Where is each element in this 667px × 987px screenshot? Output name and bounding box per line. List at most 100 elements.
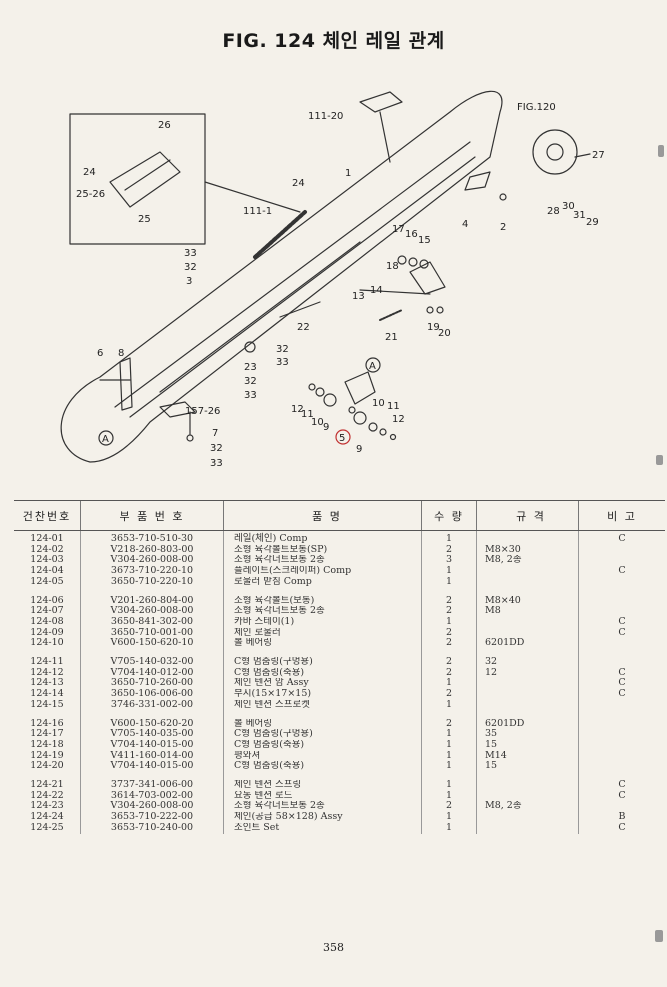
- note-cell: C: [578, 616, 665, 628]
- highlight-circle: [335, 429, 351, 445]
- edge-mark: [656, 455, 663, 465]
- part-name-cell: 체인 텐션 스프링: [223, 780, 422, 791]
- spec-cell: 32: [476, 657, 579, 668]
- callout: 23: [244, 362, 257, 373]
- spacer-cell: [14, 588, 81, 596]
- callout: 28: [547, 206, 560, 217]
- item-no-cell: 124-10: [30, 638, 64, 649]
- spacer-cell: [80, 710, 224, 719]
- callout: 33: [184, 248, 197, 259]
- callout: 24: [83, 167, 96, 178]
- item-no-cell: 124-21: [30, 780, 64, 791]
- note-cell: [578, 595, 665, 607]
- part-name-cell: C형 멈춤링(축용): [223, 761, 422, 773]
- callout: 111-20: [308, 111, 343, 122]
- callout: 29: [586, 217, 599, 228]
- part-no-cell: V600-150-620-20: [80, 718, 224, 730]
- callout: 25: [138, 214, 151, 225]
- part-name-cell: 체인 로울러: [223, 627, 422, 639]
- part-name-cell: 소형 육각너트보통 2종: [223, 606, 422, 617]
- spacer-cell: [223, 587, 422, 596]
- spacer-cell: [223, 710, 422, 719]
- qty-cell: 2: [421, 718, 477, 730]
- qty-cell: 1: [421, 812, 477, 823]
- spec-cell: 35: [476, 729, 579, 740]
- chain-rail-drawing: 26 24 25-26 25 111-20 FIG.120 27 1 24 11…: [60, 90, 605, 469]
- item-no-cell: 124-12: [30, 667, 64, 678]
- inset-box: [69, 113, 206, 245]
- part-no-cell: 3650-710-220-10: [80, 576, 224, 588]
- item-no-cell: 124-18: [30, 739, 64, 750]
- callout: 9: [356, 444, 362, 455]
- top-bracket: [359, 91, 403, 113]
- part-name-cell: C형 멈춤링(구멍용): [223, 657, 422, 668]
- item-no-cell: 124-01: [30, 533, 64, 544]
- spacer-cell: [476, 710, 579, 719]
- col-header-note: 비 고: [578, 500, 665, 531]
- spec-cell: 6201DD: [476, 718, 579, 730]
- inset-leader: [204, 181, 301, 213]
- spec-cell: M8×40: [476, 595, 579, 607]
- item-no-cell: 124-17: [30, 729, 64, 740]
- callout: 33: [210, 458, 223, 469]
- part-name-cell: 레일(체인) Comp: [223, 530, 422, 545]
- callout: 19: [427, 322, 440, 333]
- col-header-spec: 규 격: [476, 500, 579, 531]
- spacer-cell: [80, 649, 224, 658]
- part-no-cell: 3653-710-222-00: [80, 812, 224, 823]
- part-name-cell: 요동 텐션 로드: [223, 790, 422, 802]
- part-no-cell: 3614-703-002-00: [80, 790, 224, 802]
- callout: 11: [387, 401, 400, 412]
- callout: 111-1: [243, 206, 272, 217]
- item-no-cell: 124-13: [30, 678, 64, 689]
- note-cell: [578, 739, 665, 751]
- callout: 8: [118, 348, 124, 359]
- note-cell: C: [578, 627, 665, 639]
- exploded-diagram: 26 24 25-26 25 111-20 FIG.120 27 1 24 11…: [30, 62, 650, 482]
- spacer-cell: [80, 772, 224, 781]
- spacer-cell: [421, 772, 477, 781]
- note-cell: [578, 606, 665, 617]
- callout: 31: [573, 210, 586, 221]
- part-name-cell: 평와셔: [223, 750, 422, 762]
- spacer-cell: [14, 711, 81, 719]
- item-no-cell: 124-24: [30, 812, 64, 823]
- spec-cell: [476, 530, 579, 545]
- note-cell: C: [578, 678, 665, 690]
- part-name-cell: C형 멈춤링(축용): [223, 667, 422, 679]
- note-cell: B: [578, 812, 665, 823]
- spacer-cell: [476, 772, 579, 781]
- spacer-cell: [80, 587, 224, 596]
- spec-cell: [476, 689, 579, 700]
- part-no-cell: V218-260-803-00: [80, 544, 224, 556]
- spec-cell: [476, 822, 579, 834]
- callout: 12: [392, 414, 405, 425]
- edge-mark: [655, 930, 663, 942]
- group-spacer: [14, 587, 665, 596]
- rail-bottom-edge: [159, 241, 361, 393]
- figure-title: FIG. 124 체인 레일 관계: [222, 30, 445, 52]
- group-spacer: [14, 649, 665, 658]
- qty-cell: 2: [421, 595, 477, 607]
- qty-cell: 1: [421, 822, 477, 834]
- spec-cell: [476, 566, 579, 577]
- item-no-cell: 124-14: [30, 689, 64, 700]
- spacer-cell: [476, 587, 579, 596]
- callout: 9: [323, 422, 329, 433]
- part-no-cell: 3737-341-006-00: [80, 780, 224, 791]
- spacer-cell: [578, 649, 665, 658]
- callout: 30: [562, 201, 575, 212]
- item-no-cell: 124-22: [30, 790, 64, 801]
- ref-mark-label: A: [102, 434, 109, 445]
- callout: 13: [352, 291, 365, 302]
- part-name-cell: C형 멈춤링(구멍용): [223, 729, 422, 740]
- item-no-cell: 124-06: [30, 595, 64, 606]
- part-name-cell: 플레이트(스크레이퍼) Comp: [223, 566, 422, 577]
